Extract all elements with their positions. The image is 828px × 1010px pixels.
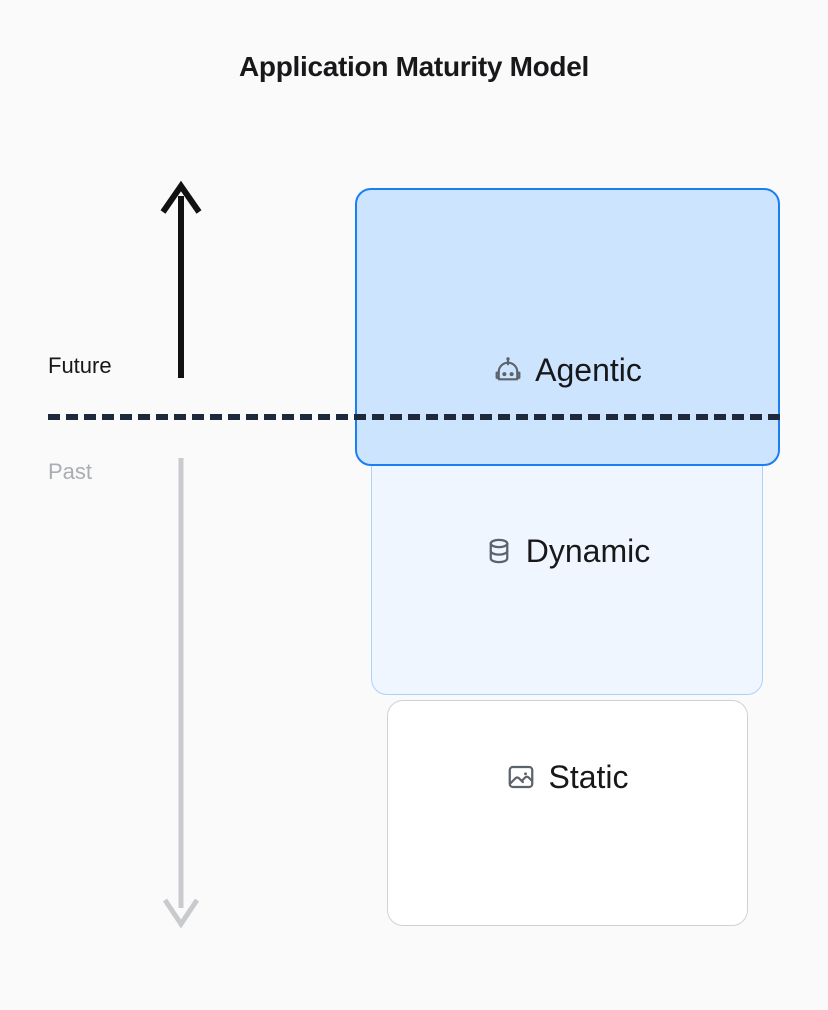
robot-icon [495,357,521,381]
layer-label-static: Static [548,759,629,795]
up-arrow-icon [160,180,202,378]
layer-box-static[interactable]: Static [387,700,748,926]
database-icon [489,538,509,563]
layer-label-dynamic: Dynamic [525,532,651,569]
axis-label-past: Past [48,459,93,484]
image-icon [509,765,534,789]
axis-label-future: Future [48,353,112,378]
layer-label-agentic: Agentic [535,352,642,388]
down-arrow-icon [162,458,200,929]
page-title: Application Maturity Model [239,51,589,82]
layer-box-agentic[interactable]: Agentic [355,188,780,466]
past-future-divider [48,414,780,420]
